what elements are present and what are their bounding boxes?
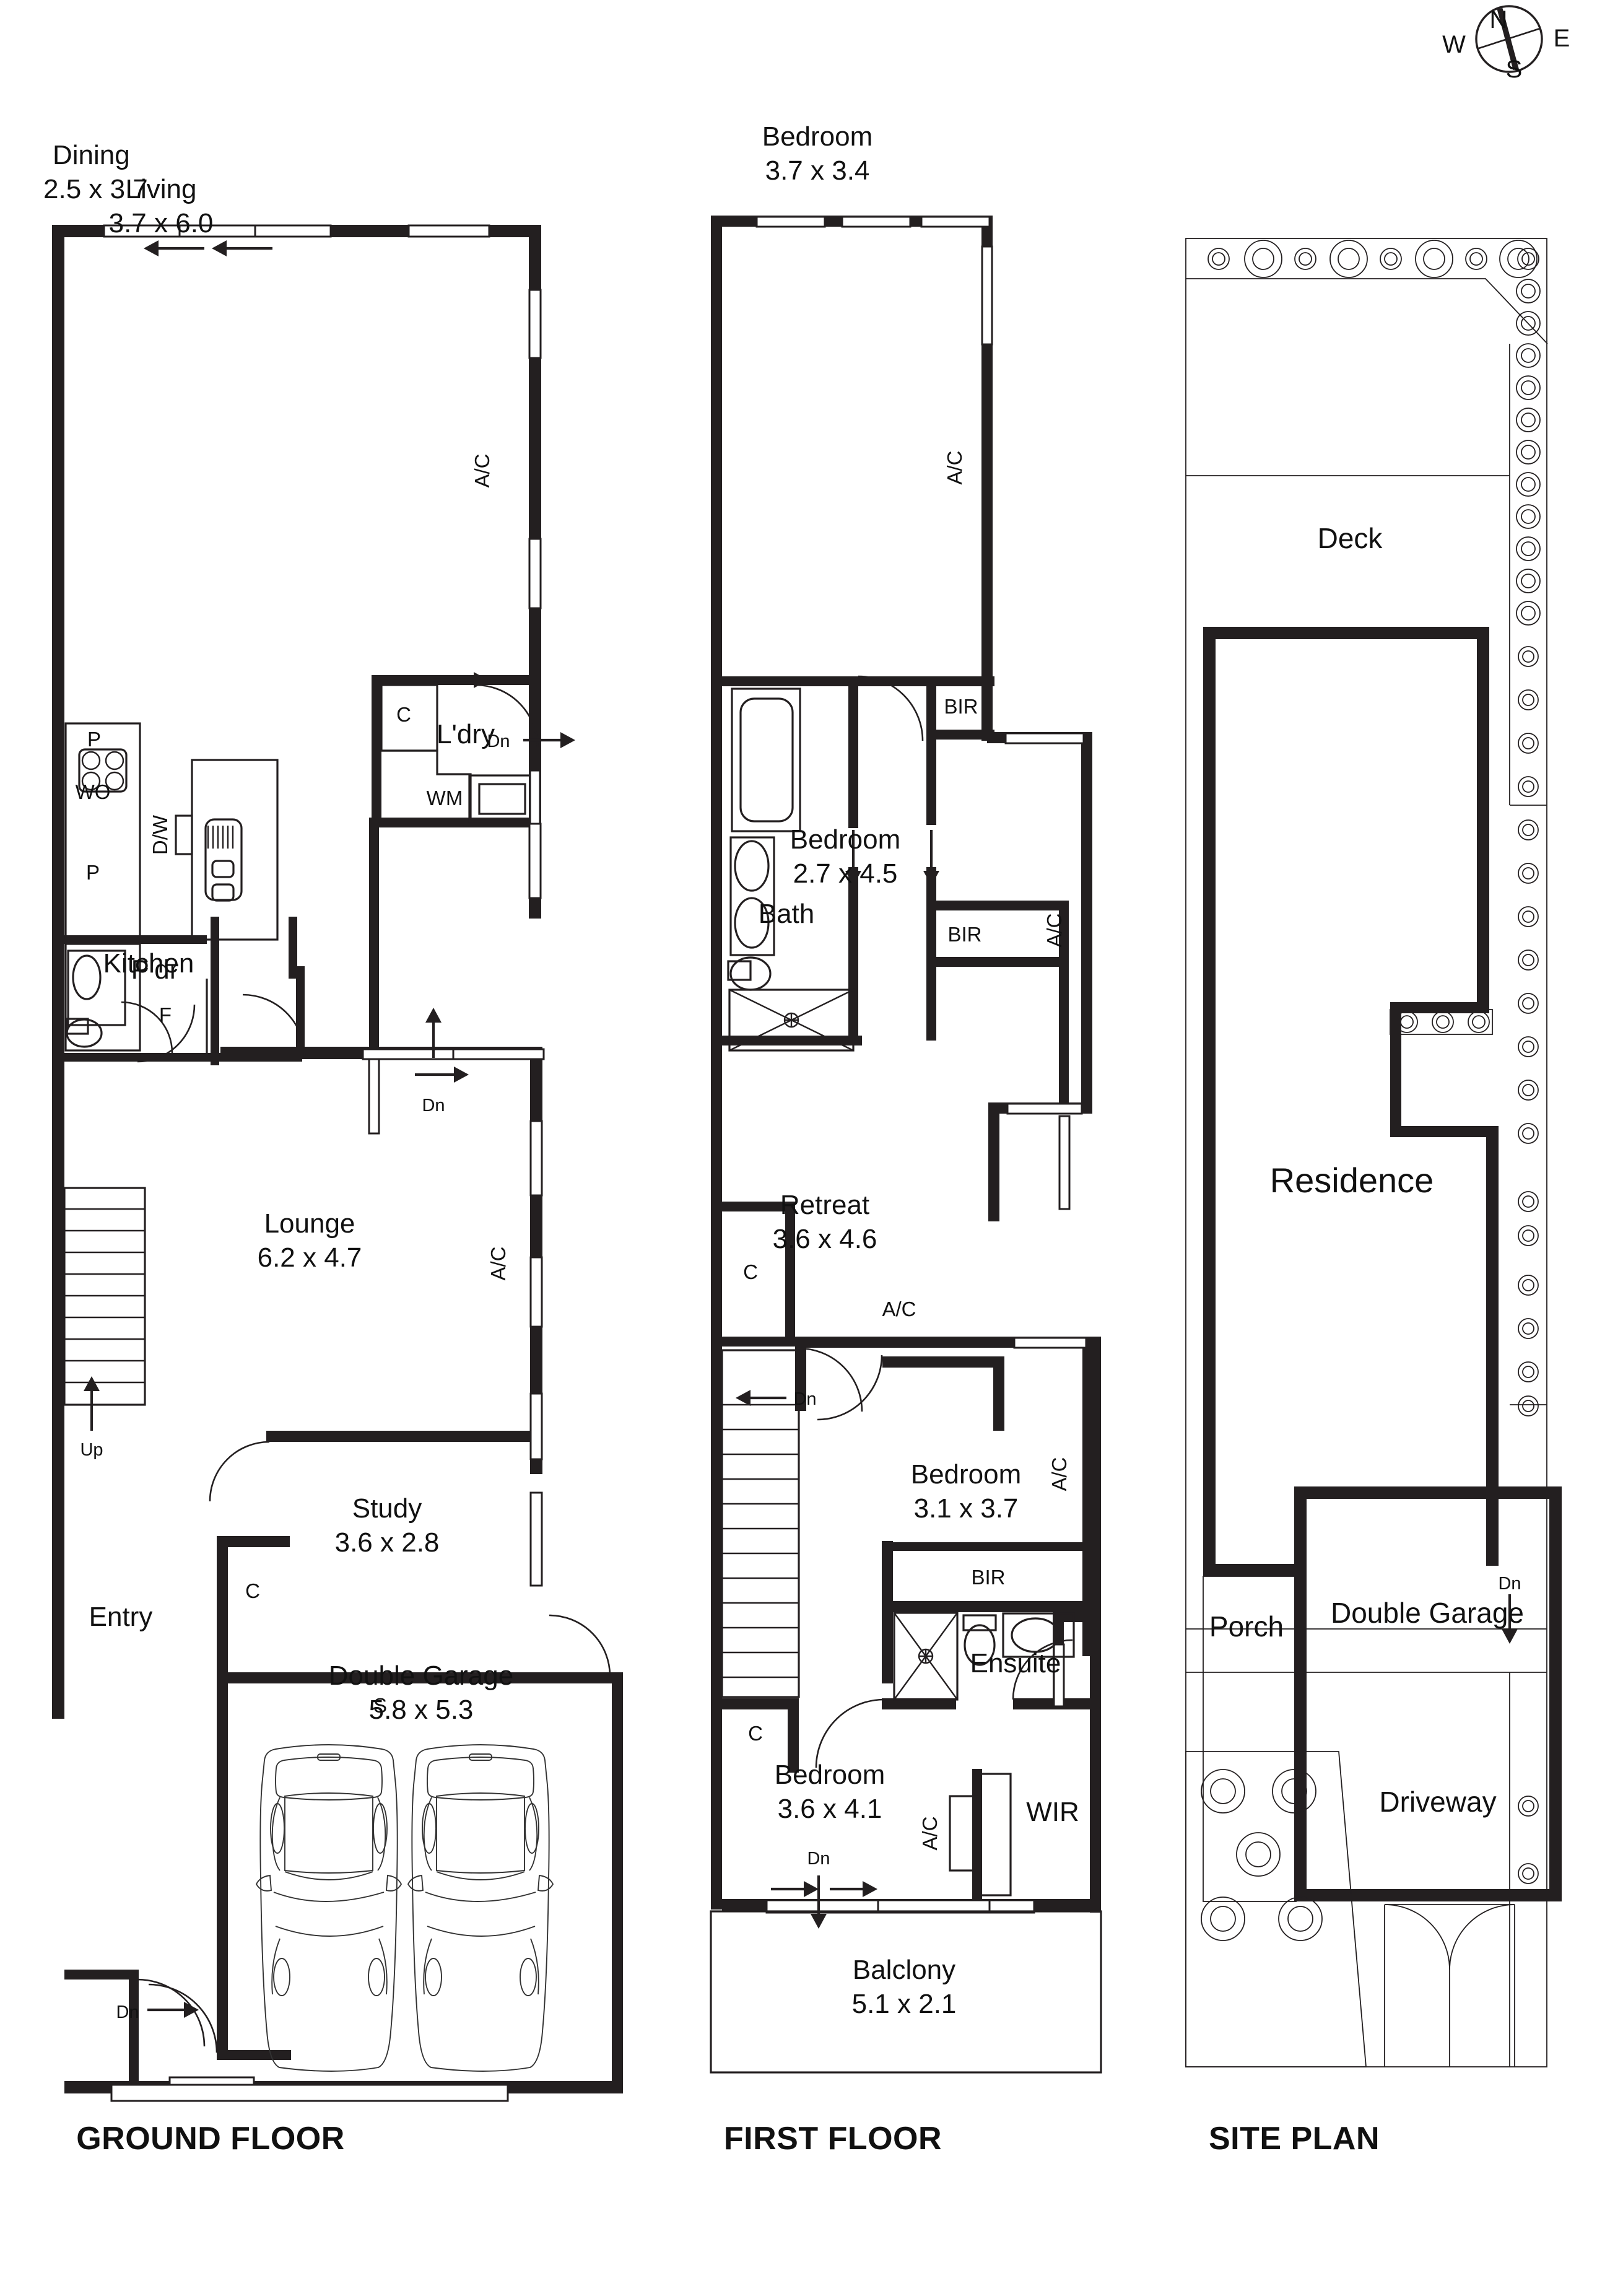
gf-entry-name: Entry [89,1602,153,1632]
site-front-garden [1185,1751,1367,2067]
gf-storage-s-label: S [373,1694,387,1717]
compass-north-label: N [1489,6,1508,33]
gf-laundry-cupboard-label: C [396,703,411,726]
gf-study-cupboard-label: C [245,1579,260,1602]
gf-living-dim: 3.7 x 6.0 [109,208,214,238]
first-floor-balcony-outline [710,1910,1102,2074]
ff-ac-bed3-label: A/C [1048,1457,1071,1491]
site-dn-deck-label: Dn [1498,1574,1521,1594]
ff-balcony-name: Balclony [853,1955,955,1985]
ground-floor-door-swings [121,684,611,2053]
ff-bed1-dim: 3.7 x 3.4 [765,155,870,186]
first-floor-ensuite-fixtures [893,1612,1075,1701]
gf-powder-name: P'dr [131,954,179,985]
site-residence-label: Residence [1270,1161,1434,1200]
compass-north-label: N [1489,0,1507,5]
ff-retreat-name: Retreat [780,1190,869,1220]
gf-lounge-name: Lounge [264,1208,355,1239]
ff-bed2-dim: 2.7 x 4.5 [793,858,898,889]
ff-bir-bed3-label: BIR [971,1566,1005,1589]
compass-west-label: W [1442,31,1466,58]
ground-floor-plan: Dining 2.5 x 3.7 Living 3.7 x 6.0 Kitche… [43,140,623,2157]
first-floor-door-swings [798,675,1073,1768]
gf-washing-machine-label: WM [427,787,463,810]
gf-dn-lounge-label: Dn [422,1096,445,1115]
ground-floor-flow-arrows [144,240,575,2018]
gf-pantry-top-label: P [87,728,101,751]
gf-stairs-up-label: Up [80,1440,103,1460]
first-floor-staircase [721,1349,800,1698]
first-floor-flow-arrows [736,830,939,1929]
ff-bir-bed1-label: BIR [944,695,978,718]
gf-kitchen-name: Kitchen [103,948,194,979]
site-plan-title: SITE PLAN [1209,2121,1380,2157]
site-residence-footprint [1203,627,1562,1901]
gf-wall-oven-label: WO [76,780,111,803]
ff-hall-cupboard-label: C [748,1722,763,1745]
ff-balcony-dim: 5.1 x 2.1 [852,1989,957,2019]
ff-ac-bed4-label: A/C [918,1816,941,1850]
gf-living-name: Living [126,174,197,204]
compass-rose-icon [1475,5,1543,73]
gf-dn-laundry-label: Dn [487,731,510,751]
gf-lounge-dim: 6.2 x 4.7 [258,1242,362,1273]
ff-bed1-name: Bedroom [762,121,873,152]
gf-dining-name: Dining [53,140,130,170]
compass-east-label: E [1553,25,1570,52]
gf-ac-living-label: A/C [471,453,494,487]
ff-ac-bed2-label: A/C [1043,913,1066,947]
ground-floor-powder-fixtures [66,949,126,1048]
ground-floor-staircase [63,1187,146,1431]
ff-bed3-name: Bedroom [911,1459,1022,1490]
ground-floor-title: GROUND FLOOR [76,2121,345,2157]
ground-floor-laundry-fixtures [380,684,541,825]
compass-south-label: S [1505,56,1523,83]
ff-bir-bed2-label: BIR [947,923,981,946]
ff-dn-retreat-label: Dn [793,1389,816,1409]
gf-fridge-label: F [159,1003,172,1026]
gf-laundry-name: L'dry [437,719,495,749]
ff-ac-retreat-label: A/C [882,1298,916,1320]
gf-dishwasher-label: D/W [149,814,172,855]
site-porch-outline [1203,1576,1297,1902]
gf-study-dim: 3.6 x 2.8 [335,1527,440,1558]
gf-ac-lounge-label: A/C [487,1246,510,1280]
ff-ac-bed1-label: A/C [943,450,966,484]
gf-study-name: Study [352,1493,422,1524]
site-plan: Deck Residence Double Garage Porch Drive… [1185,238,1562,2157]
ground-floor-kitchen-fixtures [64,722,279,1053]
site-deck-dn-arrow [1502,1594,1518,1644]
ff-bed3-dim: 3.1 x 3.7 [914,1493,1019,1524]
site-garage-label: Double Garage [1331,1597,1524,1629]
first-floor-wir-fixtures [949,1769,1012,1900]
ff-dn-balcony-label: Dn [807,1849,830,1869]
first-floor-title: FIRST FLOOR [724,2121,942,2157]
ff-retreat-cupboard-label: C [743,1260,758,1283]
site-driveway-gate [1384,1904,1515,2067]
gf-dining-dim: 2.5 x 3.7 [43,174,148,204]
ground-floor-parked-cars [255,1744,554,2072]
gf-garage-dim: 5.8 x 5.3 [369,1695,474,1725]
site-boundary-shrubs [1207,240,1541,1884]
ff-bed4-dim: 3.6 x 4.1 [778,1794,882,1824]
ff-bed2-name: Bedroom [790,824,901,855]
site-porch-label: Porch [1209,1610,1284,1643]
ff-wir-label: WIR [1026,1797,1079,1827]
site-driveway-label: Driveway [1379,1786,1496,1818]
first-floor-walls [711,216,1101,1913]
gf-garage-name: Double Garage [329,1661,513,1691]
site-deck-label: Deck [1318,522,1383,554]
ff-bed4-name: Bedroom [775,1760,885,1790]
ff-bath-name: Bath [759,899,815,929]
gf-pantry-bottom-label: P [86,861,100,884]
first-floor-bath-fixtures [727,687,855,1052]
gf-dn-entry-label: Dn [116,2002,139,2022]
ff-ensuite-name: Ensuite [970,1648,1061,1678]
ff-retreat-dim: 3.6 x 4.6 [773,1224,877,1254]
first-floor-windows [755,216,1087,1914]
first-floor-plan: Bedroom 3.7 x 3.4 Bedroom 2.7 x 4.5 Bath… [710,121,1102,2157]
ground-floor-windows [103,224,545,2102]
